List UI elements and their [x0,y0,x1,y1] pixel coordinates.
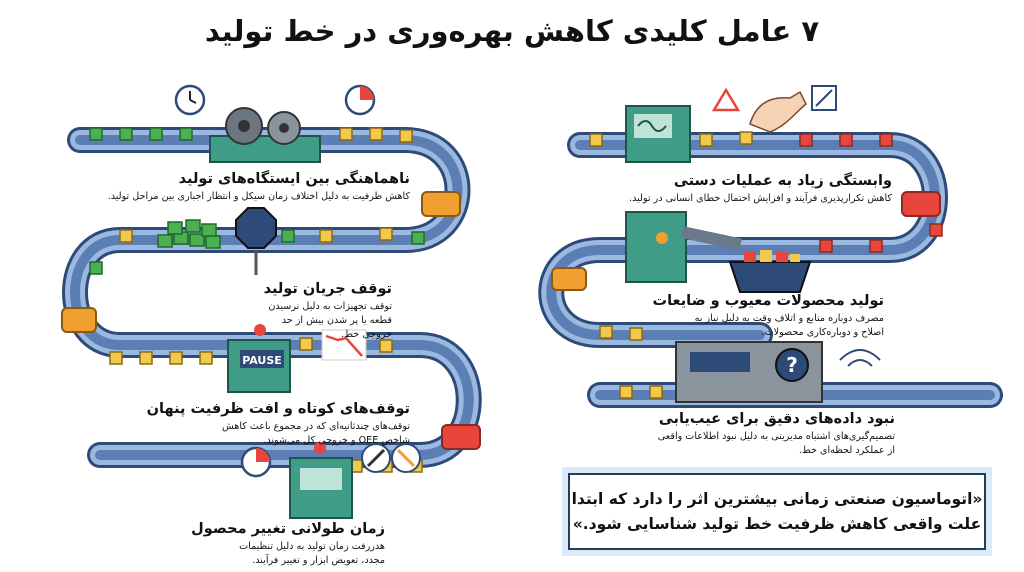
changeover-machine [289,442,353,519]
hand-icon [749,90,807,133]
yellow-boxes-right-2 [599,325,663,399]
downtrend-chart-icon [321,329,367,361]
gear-machine [209,107,321,163]
monitor-machine [625,105,691,163]
pause-machine: PAUSE [227,324,291,393]
factor-title: نبود داده‌های دقیق برای عیب‌یابی [658,411,895,427]
stop-sign-icon [235,207,277,275]
belt-ring-2 [61,307,97,333]
belt-ring-1 [421,191,461,217]
factor-title: توقف‌های کوتاه و افت ظرفیت پنهان [146,401,410,417]
factor-lack-of-data: نبود داده‌های دقیق برای عیب‌یابی تصمیم‌گ… [650,410,895,458]
factor-micro-stops: توقف‌های کوتاه و افت ظرفیت پنهان توقف‌ها… [146,400,410,448]
clock-icon [174,84,206,116]
tools-icon [361,443,421,473]
pause-label: PAUSE [242,354,282,367]
pile-of-green-boxes [157,219,221,249]
belt-ring-3 [441,424,481,450]
data-machine: ? [675,341,823,403]
factor-uncoordinated-stations: ناهماهنگی بین ایستگاه‌های تولید کاهش ظرف… [98,170,410,204]
defect-bin [728,250,812,293]
factor-desc: مصرف دوباره منابع و اتلاف وقت به دلیل نی… [694,313,884,338]
factor-desc: کاهش ظرفیت به دلیل اختلاف زمان سیکل و ان… [107,191,410,202]
timer-icon-2 [240,446,272,478]
factor-title: وابستگی زیاد به عملیات دستی [673,173,892,189]
factor-desc: تصمیم‌گیری‌های اشتباه مدیریتی به دلیل نب… [657,431,895,456]
wifi-waves-icon [839,349,881,367]
factor-title: توقف جریان تولید [263,281,392,297]
yellow-boxes-row-3 [109,337,393,365]
factor-long-changeover: زمان طولانی تغییر محصول هدررفت زمان تولی… [191,520,385,568]
yellow-boxes-right-1 [589,131,753,147]
svg-text:?: ? [786,353,798,377]
factor-desc: هدررفت زمان تولید به دلیل تنظیمات مجدد، … [239,541,385,566]
quote-box: «اتوماسیون صنعتی زمانی بیشترین اثر را دا… [568,473,986,550]
factor-desc: کاهش تکرارپذیری فرآیند و افزایش احتمال خ… [629,193,892,204]
green-boxes-row-1 [89,127,193,141]
belt-ring-4 [901,191,941,217]
factor-desc: توقف‌های چندثانیه‌ای که در مجموع باعث کا… [222,421,410,446]
factor-manual-dependence: وابستگی زیاد به عملیات دستی کاهش تکرارپذ… [610,172,892,206]
factor-flow-stoppage: توقف جریان تولید توقف تجهیزات به دلیل نر… [262,280,392,342]
factor-desc: توقف تجهیزات به دلیل نرسیدن قطعه یا پر ش… [268,301,392,340]
yellow-boxes-row-1 [339,127,413,143]
factor-title: تولید محصولات معیوب و ضایعات [652,293,885,309]
defect-machine [625,211,742,283]
broken-tool-icon [811,85,837,111]
green-boxes-row-2 [89,229,425,275]
factor-title: زمان طولانی تغییر محصول [191,521,385,537]
timer-icon [344,84,376,116]
yellow-boxes-row-2 [119,227,393,243]
page-title: ۷ عامل کلیدی کاهش بهره‌وری در خط تولید [204,14,820,48]
warning-icon [711,87,741,112]
factor-title: ناهماهنگی بین ایستگاه‌های تولید [178,171,410,187]
left-conveyor [62,127,482,468]
red-boxes-right-1 [799,133,943,253]
factor-defects-waste: تولید محصولات معیوب و ضایعات مصرف دوباره… [652,292,885,340]
belt-ring-5 [551,267,587,291]
